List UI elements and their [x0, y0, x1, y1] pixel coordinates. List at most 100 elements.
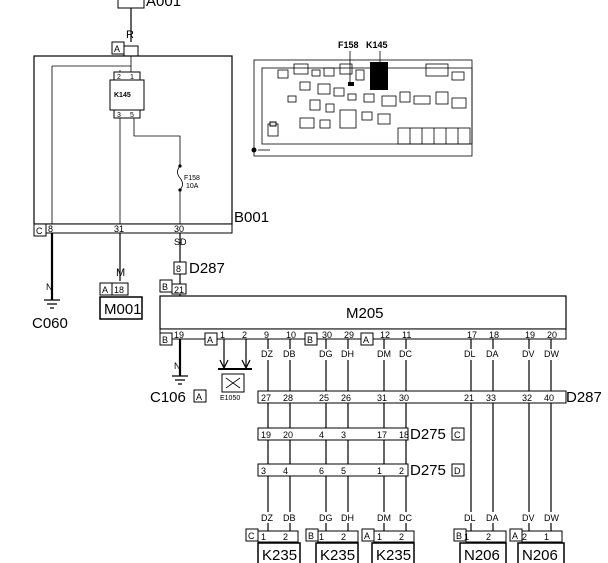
tag-b-ecu-text: B — [162, 335, 168, 345]
ecu-pin-label: 18 — [489, 330, 499, 340]
pin-8b-box — [173, 261, 187, 275]
fuse-dot-bottom — [178, 188, 182, 192]
connector-pin-label: 18 — [399, 430, 409, 440]
ecu-pin-label: 29 — [344, 330, 354, 340]
relay-bottom-pins — [113, 109, 141, 119]
connector-pin-label: 27 — [261, 393, 271, 403]
relay-pin3-text: 3 — [117, 112, 121, 119]
c106-tag-box — [193, 389, 207, 403]
connector-pin-label: 33 — [486, 393, 496, 403]
ecu-wire-code: DG — [319, 349, 333, 359]
connector-pin-label: DG — [319, 513, 333, 523]
n206-pin-strip-2 — [521, 530, 563, 543]
ecu-pin-label: 9 — [264, 330, 269, 340]
connector-pin-label: DW — [544, 513, 559, 523]
wire-m-label: M — [116, 267, 125, 279]
fuse-symbol — [177, 165, 183, 224]
tag-b-bottom-text: B — [308, 531, 314, 541]
internal-wire-left — [51, 56, 132, 224]
connector-pin-label: 20 — [283, 430, 293, 440]
pin-18-text: 18 — [114, 285, 124, 295]
tag-b-ecu — [159, 332, 173, 346]
e1050-bar — [218, 368, 252, 370]
connector-pin-label: 2 — [341, 532, 346, 542]
k235-label-2: K235 — [320, 547, 355, 563]
m205-ecu — [159, 295, 567, 330]
ground-symbol-c106 — [172, 375, 188, 385]
connector-pin-label: DZ — [261, 513, 273, 523]
pin-31-text: 31 — [114, 224, 124, 234]
connector-pin-label: 1 — [261, 532, 266, 542]
connector-pin-label: 1 — [377, 532, 382, 542]
connector-pin-label: 2 — [522, 532, 527, 542]
connector-pin-label: 2 — [283, 532, 288, 542]
connector-pin-label: 2 — [486, 532, 491, 542]
connector-pin-label: 2 — [399, 532, 404, 542]
m001-motor — [99, 296, 143, 320]
n206-label-2: N206 — [522, 547, 558, 563]
connector-pin-label: 4 — [319, 430, 324, 440]
pin-30-text: 30 — [174, 224, 184, 234]
connector-pin-label: 2 — [399, 466, 404, 476]
n206-label-1: N206 — [464, 547, 500, 563]
k235-pin-strip-2 — [317, 530, 359, 543]
tag-b3-ecu-text: B — [307, 335, 313, 345]
k235-pin-strip-3 — [373, 530, 415, 543]
connector-pin-label: DM — [377, 513, 391, 523]
tag-b3-ecu — [304, 332, 318, 346]
wire-sd-label: SD — [174, 237, 187, 247]
d287-connector — [257, 390, 567, 404]
ecu-pin-label: 1 — [220, 330, 225, 340]
pcb-fuse-label: F158 — [338, 40, 359, 50]
connector-pin-label: DH — [341, 513, 354, 523]
connector-pin-label: 1 — [464, 532, 469, 542]
tag-c-left-text: C — [36, 226, 43, 236]
b001-label: B001 — [234, 209, 269, 226]
c060-label: C060 — [32, 315, 68, 332]
d275c-label: D275 — [410, 426, 446, 443]
ecu-wire-code: DA — [486, 349, 499, 359]
connector-pin-label: DC — [399, 513, 412, 523]
feed-connector — [123, 45, 139, 57]
k235-pin-strip-1 — [257, 530, 299, 543]
ecu-wire-code: DB — [283, 349, 296, 359]
pcb-board — [251, 59, 473, 157]
ecu-pin-label: 17 — [467, 330, 477, 340]
k235-label-1: K235 — [262, 547, 297, 563]
pin-18-box — [111, 282, 129, 296]
ecu-pin-label: 19 — [525, 330, 535, 340]
e1050-sensor-glyph — [225, 377, 241, 389]
ecu-wire-code: DC — [399, 349, 412, 359]
k145-label: K145 — [114, 92, 131, 99]
connector-pin-label: 21 — [464, 393, 474, 403]
c106-tag-text: A — [196, 392, 202, 402]
ecu-pin-label: 12 — [380, 330, 390, 340]
tag-a4-ecu — [360, 332, 374, 346]
relay-to-fuse — [133, 118, 181, 166]
connector-pin-label: DB — [283, 513, 296, 523]
d287-right-label: D287 — [566, 389, 602, 406]
d275d-connector — [257, 463, 409, 477]
wire-n-label: N — [46, 282, 53, 292]
fuse-rating: 10A — [186, 183, 199, 190]
connector-pin-label: 31 — [377, 393, 387, 403]
d287-top-label: D287 — [189, 260, 225, 277]
vertical-wires — [267, 339, 552, 531]
connector-pin-label: 19 — [261, 430, 271, 440]
k235-box-2 — [315, 542, 359, 563]
ecu-pin-label: 11 — [402, 330, 411, 340]
pin-21-box — [171, 283, 187, 295]
e1050-label: E1050 — [220, 395, 240, 402]
connector-pin-label: 28 — [283, 393, 293, 403]
connector-pin-label: DL — [464, 513, 476, 523]
ecu-wire-code: DL — [464, 349, 476, 359]
tag-a2-bottom-text: A — [512, 531, 518, 541]
tag-c-left — [33, 223, 47, 237]
ecu-pin-label: 20 — [547, 330, 557, 340]
pin-8-text: 8 — [48, 224, 53, 234]
tag-a-motor-text: A — [102, 285, 108, 295]
connector-pin-label: 1 — [319, 532, 324, 542]
